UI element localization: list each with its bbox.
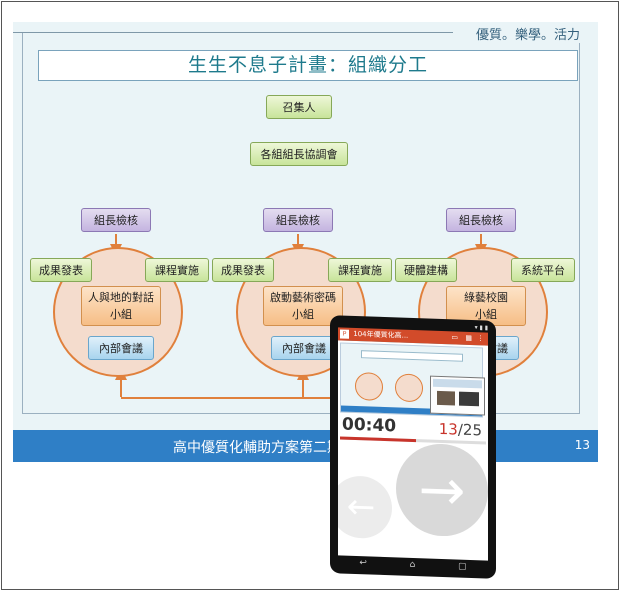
elapsed-timer: 00:40 bbox=[342, 414, 397, 437]
phone-remote: ▾ ▮ ▮ P 104年優質化高... ▭ ▦ ⋮ 00:40 13/25 ← … bbox=[330, 315, 496, 579]
slide-border bbox=[22, 32, 580, 414]
group-1-center: 人與地的對話 小組 bbox=[81, 286, 161, 326]
header-rule bbox=[13, 32, 453, 33]
coordination-box: 各組組長協調會 bbox=[250, 142, 348, 166]
convener-label: 召集人 bbox=[282, 100, 316, 114]
group-3-center-line-2: 小組 bbox=[475, 308, 497, 321]
group-3-head-label: 組長檢核 bbox=[459, 213, 503, 227]
connector-layer bbox=[87, 234, 515, 399]
slide-total: /25 bbox=[457, 420, 482, 440]
group-2-center-line-2: 小組 bbox=[292, 308, 314, 321]
group-3-right-label: 系統平台 bbox=[521, 263, 565, 277]
group-2-head: 組長檢核 bbox=[263, 208, 333, 232]
presentation-slide: 優質。樂學。活力 生生不息子計畫：組織分工 召集人 各組組長協調會 組長檢核 成… bbox=[13, 22, 598, 462]
slide-current: 13 bbox=[438, 419, 458, 439]
group-1-right-label: 課程實施 bbox=[155, 263, 199, 277]
next-slide-button[interactable]: → bbox=[396, 442, 488, 538]
group-1-left-label: 成果發表 bbox=[39, 263, 83, 277]
slide-counter: 13/25 bbox=[439, 420, 482, 440]
group-1-left: 成果發表 bbox=[30, 258, 92, 282]
coordination-label: 各組組長協調會 bbox=[260, 147, 338, 161]
footer-text: 高中優質化輔助方案第二期 bbox=[173, 440, 341, 456]
group-3-left-label: 硬體建構 bbox=[404, 263, 448, 277]
group-1-bottom: 內部會議 bbox=[88, 336, 154, 360]
thumb-header bbox=[433, 378, 482, 389]
group-3-left: 硬體建構 bbox=[395, 258, 457, 282]
app-title: 104年優質化高... bbox=[353, 329, 409, 340]
arrow-right-icon: → bbox=[418, 456, 466, 524]
group-2-head-label: 組長檢核 bbox=[276, 213, 320, 227]
phone-screen: 00:40 13/25 ← → bbox=[338, 340, 488, 561]
back-icon[interactable]: ↩ bbox=[359, 558, 367, 569]
group-3-center-line-1: 綠藝校園 bbox=[464, 291, 508, 304]
slides-icon[interactable]: ▭ bbox=[451, 333, 458, 342]
group-1-head-label: 組長檢核 bbox=[94, 213, 138, 227]
group-3-right: 系統平台 bbox=[511, 258, 575, 282]
group-2-left: 成果發表 bbox=[212, 258, 274, 282]
slide-footer: 高中優質化輔助方案第二期 13 bbox=[13, 430, 598, 462]
group-1-center-line-2: 小組 bbox=[110, 308, 132, 321]
convener-box: 召集人 bbox=[266, 95, 332, 119]
progress-fill bbox=[340, 436, 416, 443]
group-1-bottom-label: 內部會議 bbox=[99, 341, 143, 355]
group-2-right-label: 課程實施 bbox=[338, 263, 382, 277]
group-1-center-line-1: 人與地的對話 bbox=[88, 291, 154, 304]
group-2-right: 課程實施 bbox=[328, 258, 392, 282]
group-2-left-label: 成果發表 bbox=[221, 263, 265, 277]
next-slide-thumbnail[interactable] bbox=[430, 375, 485, 416]
group-2-center-line-1: 啟動藝術密碼 bbox=[270, 291, 336, 304]
preview-title-bar bbox=[361, 350, 463, 362]
preview-circle-1 bbox=[355, 371, 383, 401]
page-number: 13 bbox=[574, 438, 590, 452]
group-3-head: 組長檢核 bbox=[446, 208, 516, 232]
slide-title: 生生不息子計畫：組織分工 bbox=[38, 50, 578, 81]
home-icon[interactable]: ⌂ bbox=[409, 559, 416, 571]
thumb-image-2 bbox=[459, 391, 479, 407]
recents-icon[interactable]: ▢ bbox=[458, 561, 467, 572]
preview-circle-2 bbox=[395, 373, 423, 403]
powerpoint-icon: P bbox=[340, 329, 349, 339]
group-2-bottom-label: 內部會議 bbox=[282, 341, 326, 355]
group-1-right: 課程實施 bbox=[145, 258, 209, 282]
previous-slide-button[interactable]: ← bbox=[338, 475, 392, 540]
more-icon[interactable]: ⋮ bbox=[477, 334, 484, 343]
group-1-head: 組長檢核 bbox=[81, 208, 151, 232]
arrow-left-icon: ← bbox=[346, 486, 376, 528]
slide-tagline: 優質。樂學。活力 bbox=[471, 24, 584, 43]
grid-icon[interactable]: ▦ bbox=[465, 333, 472, 343]
thumb-image bbox=[437, 390, 455, 406]
group-2-center: 啟動藝術密碼 小組 bbox=[263, 286, 343, 326]
group-2-bottom: 內部會議 bbox=[271, 336, 337, 360]
